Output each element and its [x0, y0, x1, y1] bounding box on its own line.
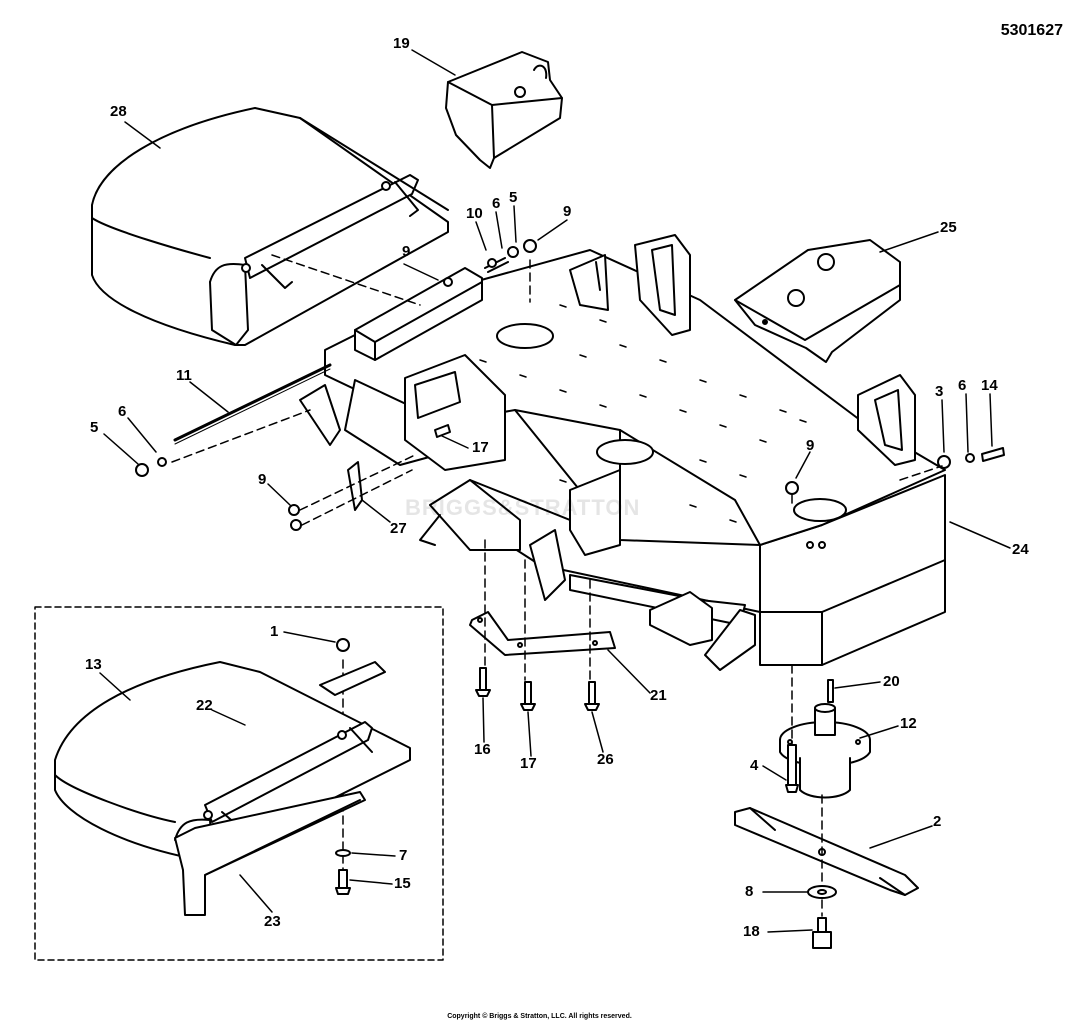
- callout-24[interactable]: 24: [1012, 541, 1029, 558]
- callout-20[interactable]: 20: [883, 673, 900, 690]
- callout-17[interactable]: 17: [520, 755, 537, 772]
- callout-5[interactable]: 5: [509, 189, 518, 206]
- callout-11[interactable]: 11: [176, 367, 192, 384]
- callout-25[interactable]: 25: [940, 219, 957, 236]
- hardware: [135, 239, 1005, 531]
- deck-cover-25: [734, 239, 901, 363]
- copyright-notice: Copyright © Briggs & Stratton, LLC. All …: [447, 1013, 632, 1020]
- callout-8[interactable]: 8: [745, 883, 754, 900]
- discharge-chute-28: [91, 107, 449, 346]
- callout-16[interactable]: 16: [474, 741, 491, 758]
- watermark-text: BRIGGS&STRATTON: [405, 495, 641, 520]
- callout-9[interactable]: 9: [563, 203, 572, 220]
- baffle-bracket: [354, 267, 483, 361]
- leader-lines: [99, 49, 1011, 933]
- inset-alternate-chute: [34, 606, 444, 961]
- callout-17[interactable]: 17: [472, 439, 489, 456]
- washer-8-bolt-18: [807, 885, 837, 949]
- callout-3[interactable]: 3: [935, 383, 944, 400]
- callout-28[interactable]: 28: [110, 103, 127, 120]
- bolts-16-17-26: [475, 667, 600, 711]
- bracket-21: [469, 611, 616, 656]
- callout-15[interactable]: 15: [394, 875, 411, 892]
- spindle-12: [779, 679, 871, 799]
- callout-23[interactable]: 23: [264, 913, 281, 930]
- callout-12[interactable]: 12: [900, 715, 917, 732]
- callout-22[interactable]: 22: [196, 697, 213, 714]
- mower-deck-24: [299, 234, 946, 671]
- callout-10[interactable]: 10: [466, 205, 483, 222]
- callout-4[interactable]: 4: [750, 757, 759, 774]
- callout-9[interactable]: 9: [402, 243, 411, 260]
- callout-9[interactable]: 9: [806, 437, 815, 454]
- callout-14[interactable]: 14: [981, 377, 998, 394]
- deck-cover-19: [445, 51, 563, 169]
- callout-7[interactable]: 7: [399, 847, 408, 864]
- rod-11: [173, 363, 332, 445]
- callout-6[interactable]: 6: [492, 195, 501, 212]
- callout-21[interactable]: 21: [650, 687, 667, 704]
- callout-18[interactable]: 18: [743, 923, 760, 940]
- callout-19[interactable]: 19: [393, 35, 410, 52]
- callout-6[interactable]: 6: [118, 403, 127, 420]
- diagram-number: 5301627: [1000, 22, 1063, 39]
- callout-27[interactable]: 27: [390, 520, 407, 537]
- callout-2[interactable]: 2: [933, 813, 942, 830]
- blade-2: [734, 807, 919, 896]
- callout-13[interactable]: 13: [85, 656, 102, 673]
- callout-9[interactable]: 9: [258, 471, 267, 488]
- callout-6[interactable]: 6: [958, 377, 967, 394]
- callout-26[interactable]: 26: [597, 751, 614, 768]
- callout-1[interactable]: 1: [270, 623, 279, 640]
- callout-5[interactable]: 5: [90, 419, 99, 436]
